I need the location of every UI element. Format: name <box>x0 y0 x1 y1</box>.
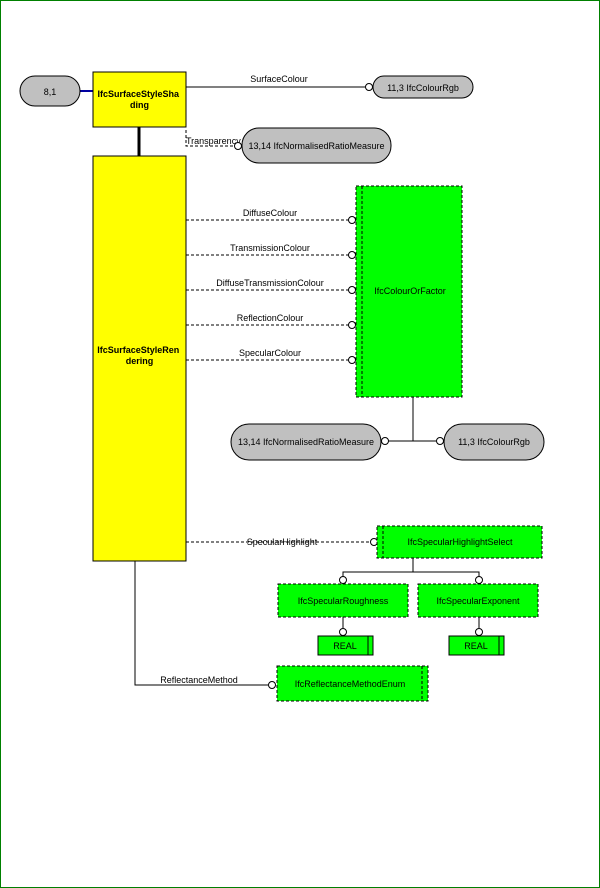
transparency-end-circle <box>234 142 242 150</box>
diffuse-colour-label: DiffuseColour <box>243 208 297 218</box>
specular-select-tree <box>342 558 414 578</box>
page-ref-node[interactable] <box>19 75 81 107</box>
transmission-colour-label: TransmissionColour <box>230 243 310 253</box>
specular-colour-end-circle <box>348 356 356 364</box>
specular-colour-label: SpecularColour <box>239 348 301 358</box>
specular-exponent-label: IfcSpecularExponent <box>436 596 520 606</box>
ratio-measure-bottom-label: 13,14 IfcNormalisedRatioMeasure <box>238 437 374 447</box>
exponent-tree-circle <box>475 576 483 584</box>
colour-rgb-bottom-circle <box>436 437 444 445</box>
real-right-label: REAL <box>464 641 488 651</box>
rendering-entity-box[interactable] <box>92 155 187 562</box>
transparency-label: Transparency <box>186 136 241 146</box>
reflectance-method-enum-label: IfcReflectanceMethodEnum <box>295 679 406 689</box>
specular-highlight-end-circle <box>370 538 378 546</box>
specular-roughness-box[interactable] <box>277 583 409 618</box>
real-right-box[interactable] <box>448 635 505 656</box>
transmission-colour-end-circle <box>348 251 356 259</box>
specular-highlight-select-box[interactable] <box>376 525 543 559</box>
roughness-tree-circle <box>339 576 347 584</box>
reflectance-method-line <box>134 561 268 686</box>
reflectance-method-end-circle <box>268 681 276 689</box>
rendering-entity-label: IfcSurfaceStyleRen dering <box>97 345 182 366</box>
ratio-measure-top-node[interactable] <box>241 127 392 164</box>
shading-entity-box[interactable] <box>92 71 187 128</box>
colour-rgb-top-node[interactable] <box>372 75 474 99</box>
colour-or-factor-label: IfcColourOrFactor <box>374 286 446 296</box>
colour-rgb-bottom-label: 11,3 IfcColourRgb <box>458 437 530 447</box>
diffuse-colour-end-circle <box>348 216 356 224</box>
real-left-label: REAL <box>333 641 357 651</box>
colour-rgb-bottom-node[interactable] <box>443 423 545 461</box>
page-ref-label: 8,1 <box>44 87 57 97</box>
reflectance-method-label: ReflectanceMethod <box>160 675 238 685</box>
surface-colour-label: SurfaceColour <box>250 74 308 84</box>
colour-or-factor-box[interactable] <box>355 185 463 398</box>
specular-exponent-box[interactable] <box>417 583 539 618</box>
specular-highlight-select-label: IfcSpecularHighlightSelect <box>407 537 513 547</box>
ratio-measure-bottom-node[interactable] <box>230 423 382 461</box>
specular-highlight-label: SpecularHighlight <box>247 537 318 547</box>
surface-colour-end-circle <box>365 83 373 91</box>
diffuse-transmission-colour-end-circle <box>348 286 356 294</box>
colour-rgb-top-label: 11,3 IfcColourRgb <box>387 83 459 93</box>
reflectance-method-enum-box[interactable] <box>276 665 429 702</box>
ratio-measure-bottom-circle <box>381 437 389 445</box>
transparency-line <box>185 130 233 147</box>
reflection-colour-end-circle <box>348 321 356 329</box>
specular-roughness-label: IfcSpecularRoughness <box>298 596 389 606</box>
real-left-box[interactable] <box>317 635 374 656</box>
roughness-real-circle <box>339 628 347 636</box>
diffuse-transmission-colour-label: DiffuseTransmissionColour <box>216 278 324 288</box>
shading-entity-label: IfcSurfaceStyleSha ding <box>97 89 181 110</box>
ratio-measure-top-label: 13,14 IfcNormalisedRatioMeasure <box>248 141 384 151</box>
exponent-real-circle <box>475 628 483 636</box>
reflection-colour-label: ReflectionColour <box>237 313 304 323</box>
